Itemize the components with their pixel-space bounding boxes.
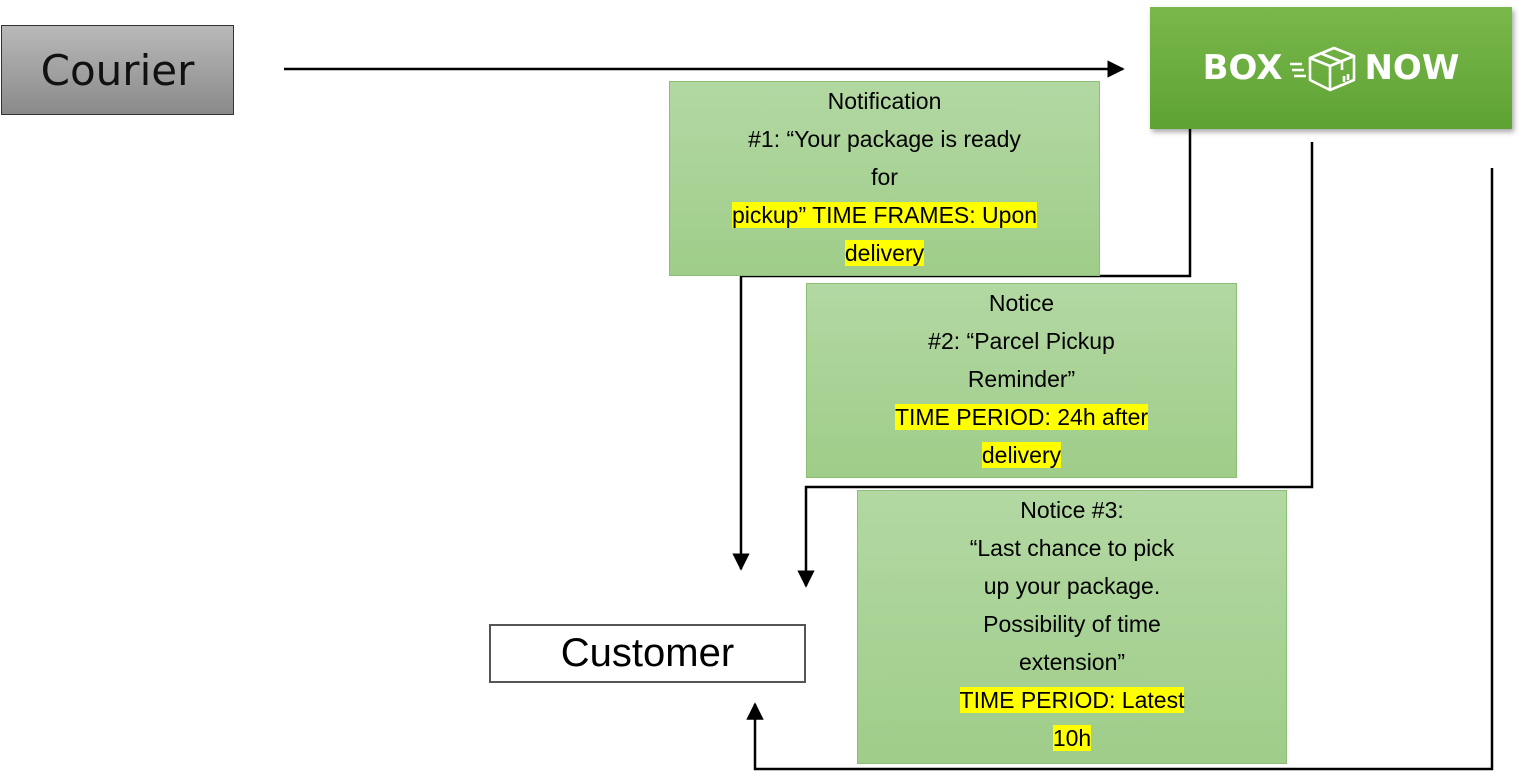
customer-node: Customer <box>489 624 806 683</box>
notification-3-line: up your package. <box>983 573 1161 599</box>
notification-3-line: “Last chance to pick <box>969 535 1175 561</box>
notification-3-line: Notice #3: <box>1020 497 1124 523</box>
logo-box-text: BOX <box>1202 48 1283 88</box>
notification-2-line: #2: “Parcel Pickup <box>928 328 1115 354</box>
notification-3-time-highlight: TIME PERIOD: Latest <box>959 687 1185 713</box>
notification-3-time-highlight: 10h <box>1052 725 1092 751</box>
notification-2-box: Notice #2: “Parcel Pickup Reminder” TIME… <box>806 283 1237 478</box>
arrow-notification-2 <box>797 142 1314 588</box>
arrow-notification-1 <box>732 122 1192 571</box>
notification-1-box: Notification #1: “Your package is ready … <box>669 81 1100 276</box>
notification-1-time-highlight: pickup” TIME FRAMES: Upon <box>731 202 1038 228</box>
notification-1-line: for <box>871 164 898 190</box>
logo-now-text: NOW <box>1364 48 1460 88</box>
notification-3-line: extension” <box>1018 649 1126 675</box>
notification-3-line: Possibility of time <box>983 611 1161 637</box>
courier-node: Courier <box>1 25 234 115</box>
arrow-notification-3 <box>746 168 1494 771</box>
notification-2-time-highlight: TIME PERIOD: 24h after <box>894 404 1149 430</box>
notification-2-time-highlight: delivery <box>981 442 1062 468</box>
notification-2-line: Reminder” <box>967 366 1076 392</box>
notification-1-time-highlight: delivery <box>844 240 925 266</box>
notification-2-line: Notice <box>988 290 1055 316</box>
notification-1-line: #1: “Your package is ready <box>748 126 1021 152</box>
notification-1-line: Notification <box>827 88 942 114</box>
package-box-icon <box>1288 40 1358 96</box>
boxnow-logo: BOX NOW <box>1150 7 1512 129</box>
notification-3-box: Notice #3: “Last chance to pick up your … <box>857 490 1287 764</box>
